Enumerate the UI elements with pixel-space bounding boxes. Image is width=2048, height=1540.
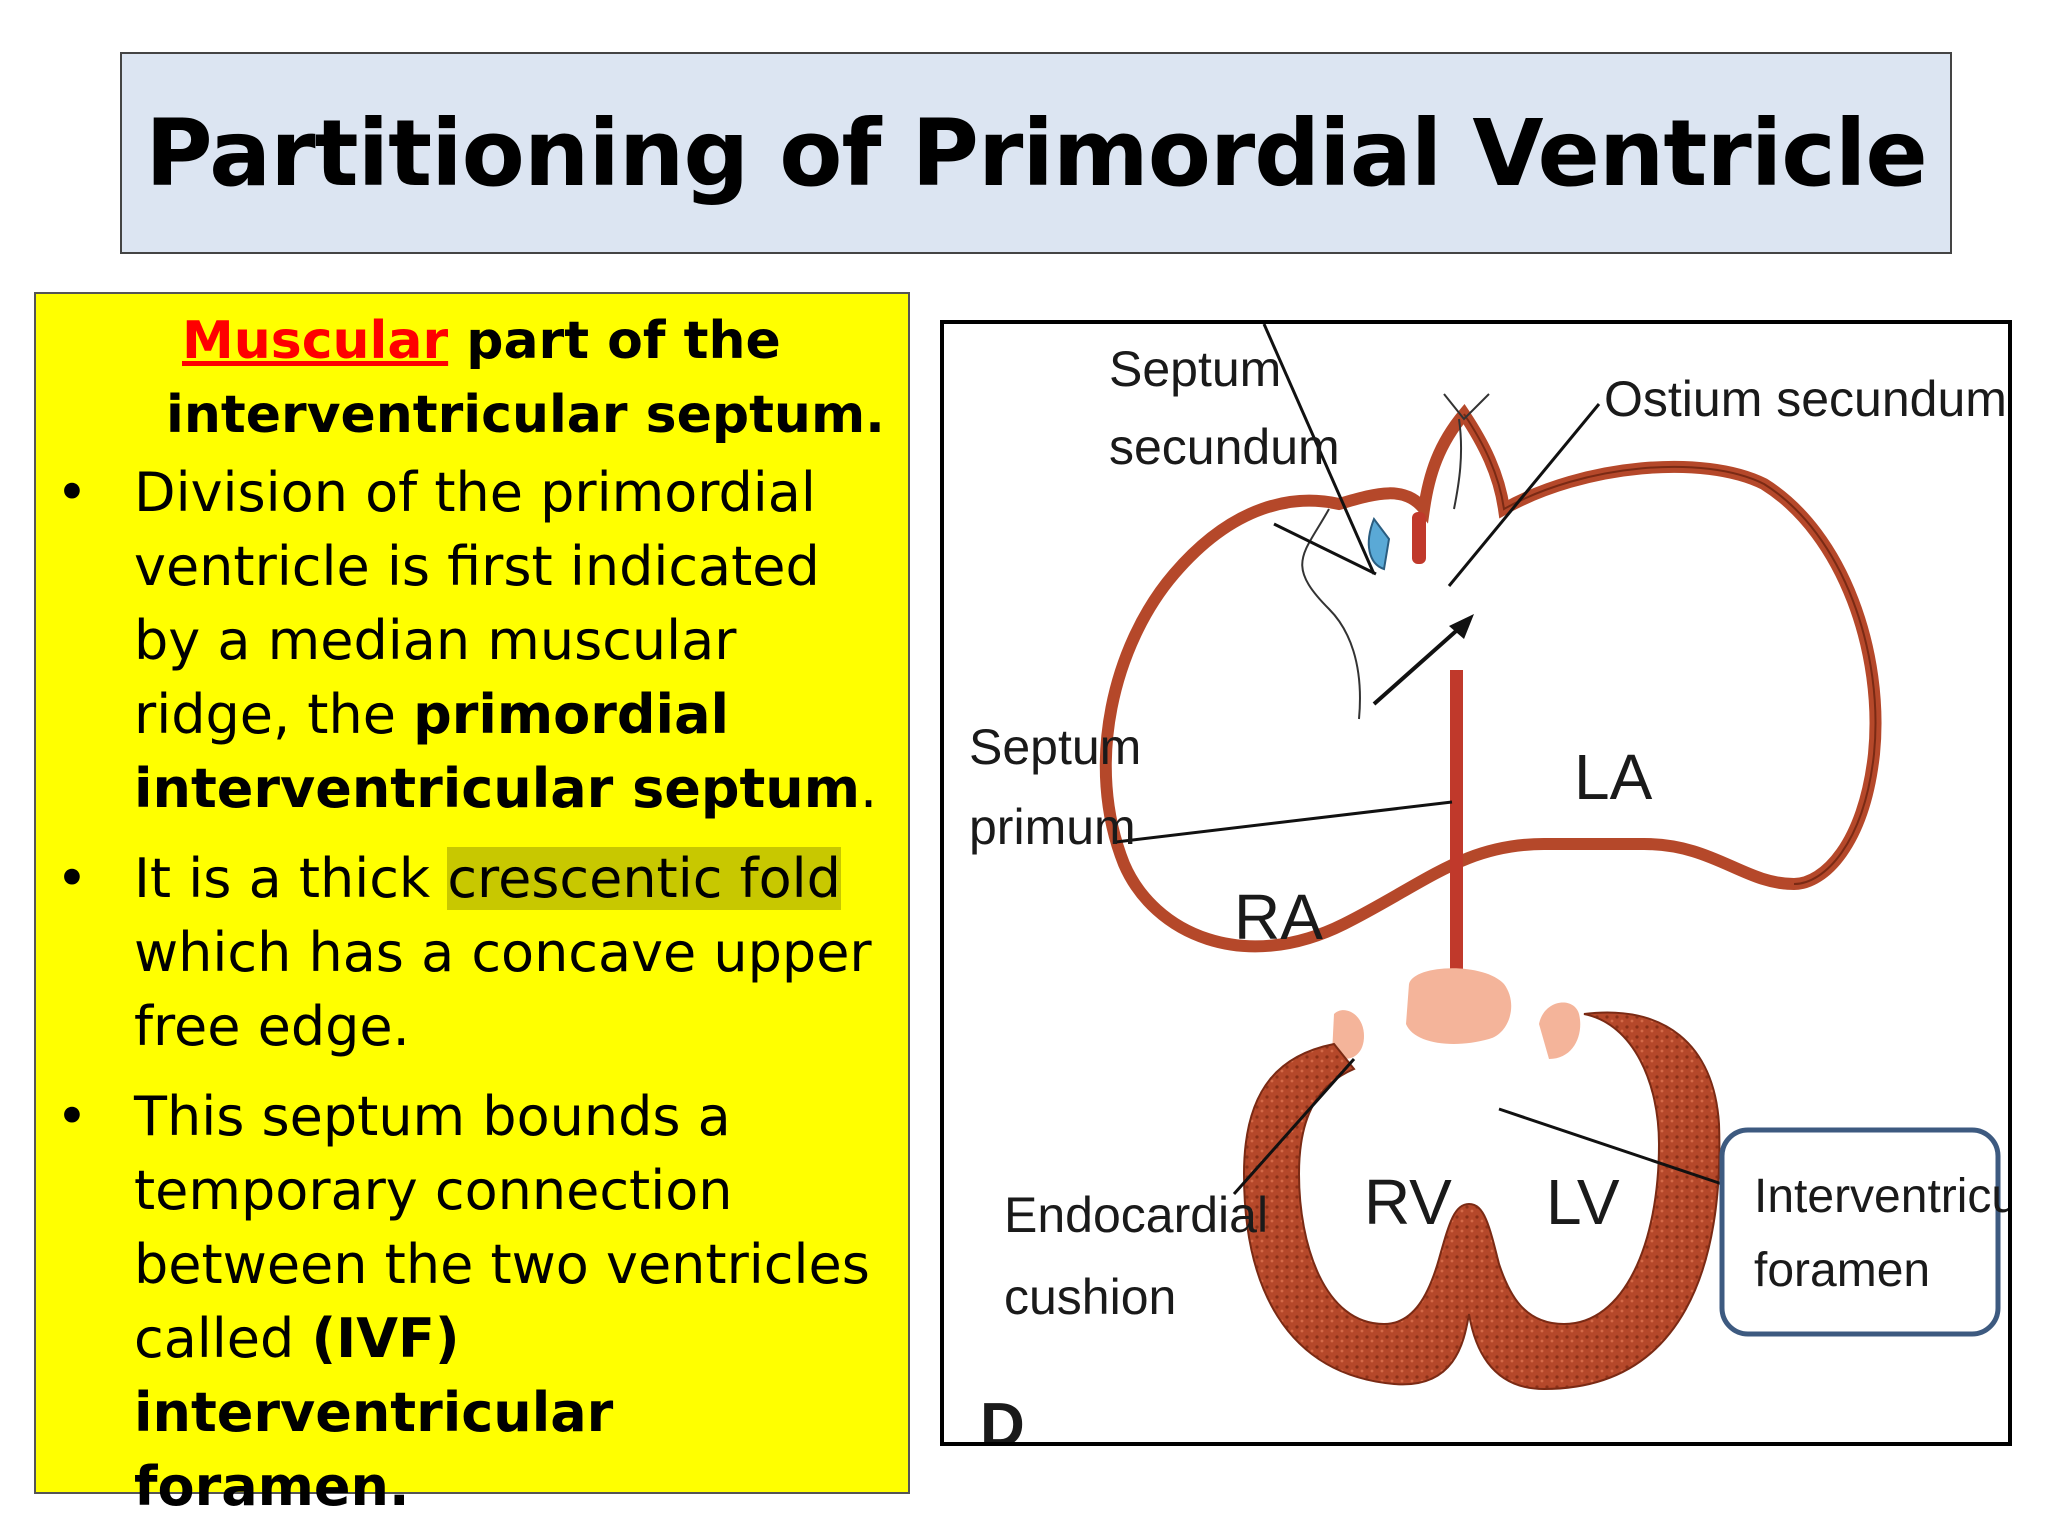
label-endocardial-1: Endocardial xyxy=(1004,1187,1268,1243)
bullet3-text: This septum bounds a temporary connectio… xyxy=(134,1085,870,1370)
label-ivf-1: Interventricula xyxy=(1754,1170,2012,1223)
bullet-list: • Division of the primordial ventricle i… xyxy=(36,456,908,1540)
septum-primum-shape xyxy=(1450,670,1463,990)
pointer-septum-primum xyxy=(1115,800,1453,844)
endocardial-cushion-left xyxy=(1332,1010,1364,1059)
bullet2-text-end: which has a concave upper free edge. xyxy=(134,921,872,1058)
bullet2-text: It is a thick xyxy=(134,847,448,910)
heading-line2: interventricular septum. xyxy=(166,385,885,445)
bullet1-end: . xyxy=(860,757,878,820)
bullet1-text: Division of the primordial ventricle is … xyxy=(134,461,820,746)
heart-diagram-frame: Septum secundum Ostium secundum Septum p… xyxy=(940,320,2012,1446)
bullet-dot-icon: • xyxy=(56,1085,88,1148)
bullet1-bold: primordial interventricular septum xyxy=(134,683,861,820)
bullet-item: • Division of the primordial ventricle i… xyxy=(36,456,908,826)
label-septum-primum-2: primum xyxy=(969,799,1136,855)
endocardial-cushion-right xyxy=(1539,1002,1581,1059)
label-ivf-2: foramen xyxy=(1754,1244,1930,1297)
label-septum-secundum-1: Septum xyxy=(1109,341,1281,397)
title-banner: Partitioning of Primordial Ventricle xyxy=(120,52,1952,254)
label-septum-primum-1: Septum xyxy=(969,719,1141,775)
label-endocardial-2: cushion xyxy=(1004,1269,1176,1325)
label-ostium-secundum: Ostium secundum xyxy=(1604,371,2007,427)
bullet2-highlight: crescentic fold xyxy=(447,847,841,910)
label-rv: RV xyxy=(1364,1166,1452,1238)
pointer-septum-secundum xyxy=(1273,522,1377,576)
heart-diagram: Septum secundum Ostium secundum Septum p… xyxy=(969,324,2012,1446)
septum-secundum-shape xyxy=(1367,516,1391,571)
label-ra: RA xyxy=(1234,881,1323,953)
pointer-endocardial-cushion xyxy=(1232,1058,1356,1195)
text-panel: Muscular part of the interventricular se… xyxy=(34,292,910,1518)
bullet-dot-icon: • xyxy=(56,847,88,910)
ivf-label-box xyxy=(1719,1127,2001,1337)
bullet3-bold: (IVF) interventricular foramen. xyxy=(134,1307,614,1518)
septum-secundum-red xyxy=(1412,512,1426,564)
atria-outer-wall xyxy=(1099,403,1882,953)
label-lv: LV xyxy=(1546,1166,1620,1238)
arrow-head-icon xyxy=(1449,614,1474,639)
page-title: Partitioning of Primordial Ventricle xyxy=(145,99,1928,207)
bullet-item: • This septum bounds a temporary connect… xyxy=(36,1080,908,1524)
label-la: LA xyxy=(1574,741,1653,813)
label-septum-secundum-2: secundum xyxy=(1109,419,1340,475)
ventricle-muscular-wall xyxy=(1242,1011,1721,1391)
endocardial-cushion-center xyxy=(1406,968,1512,1044)
label-panel-letter: D xyxy=(980,1391,1025,1446)
arrow-shaft xyxy=(1372,622,1466,706)
bullet-item: • It is a thick crescentic fold which ha… xyxy=(36,842,908,1064)
panel-heading: Muscular part of the interventricular se… xyxy=(36,304,908,452)
pointer-ostium-secundum xyxy=(1447,403,1601,587)
bullet-dot-icon: • xyxy=(56,461,88,524)
heading-highlight: Muscular xyxy=(182,311,449,371)
pointer-ivf xyxy=(1498,1107,1723,1186)
heading-rest: part of the xyxy=(466,311,781,371)
